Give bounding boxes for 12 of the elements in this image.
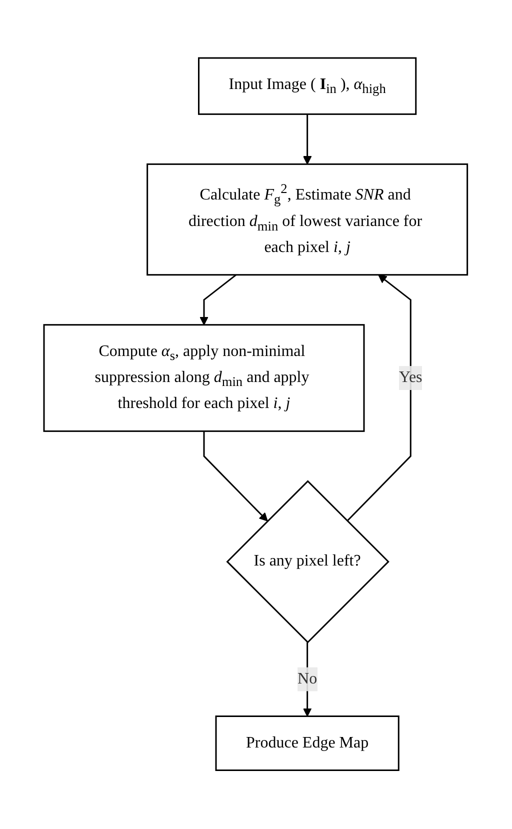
node-diamond: Is any pixel left? <box>226 480 390 644</box>
edge-label: No <box>298 670 318 688</box>
arrow <box>204 432 268 522</box>
node-box: Calculate F$_{g}$$^{2}$, Estimate SNR and direction d$_{min}$ of lowest variance for each pixel i, j <box>146 164 468 276</box>
node-box: Compute α$_{s}$, apply non-minimal suppression along d$_{min}$ and apply threshold for each pixel i, j <box>44 324 366 432</box>
arrow <box>200 274 237 326</box>
node-box: Input Image ( I$_{in}$ ), α$_{high}$ <box>198 58 417 116</box>
node-box: Produce Edge Map <box>216 716 400 772</box>
arrow <box>303 114 312 165</box>
edge-label: Yes <box>399 369 423 386</box>
arrow <box>346 274 412 522</box>
arrow <box>303 642 312 718</box>
